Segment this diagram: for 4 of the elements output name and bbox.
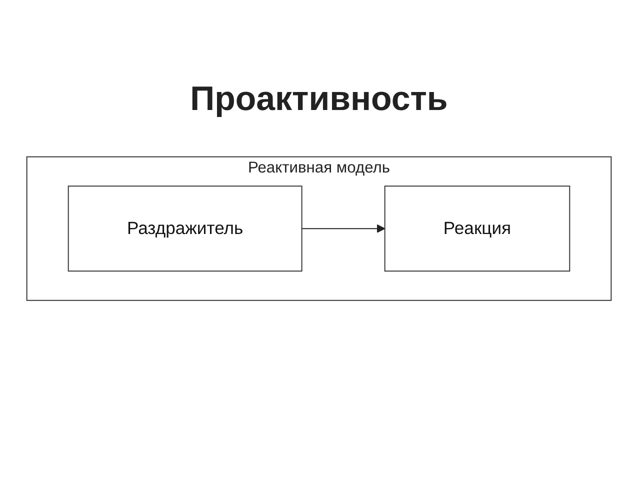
arrow [301, 224, 386, 233]
node-box: Реакция [384, 186, 570, 272]
title: Проактивность [189, 80, 449, 119]
node-box: Раздражитель [68, 186, 302, 272]
